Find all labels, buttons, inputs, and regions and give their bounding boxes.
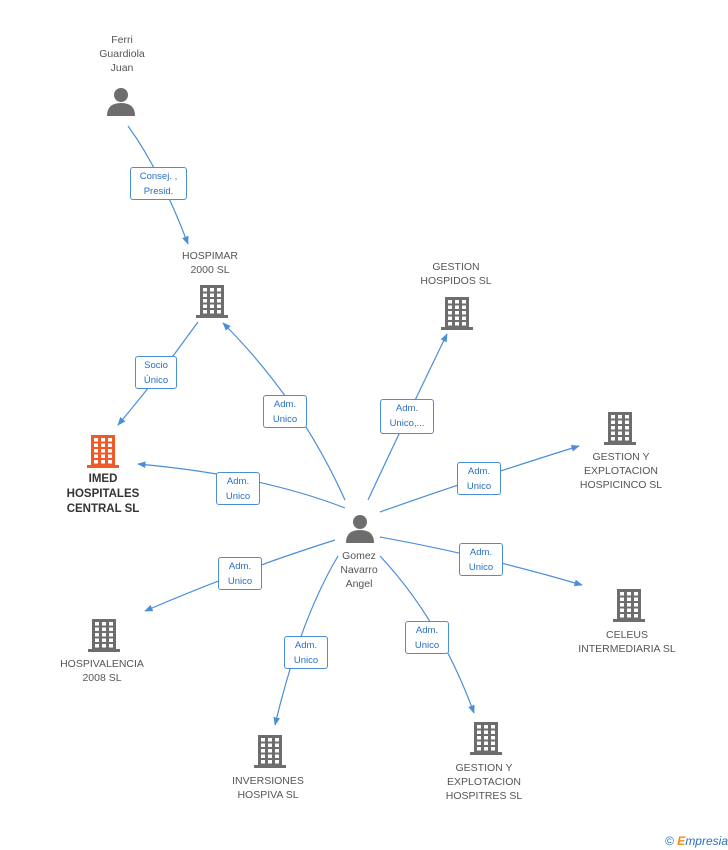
copyright-symbol: © bbox=[665, 834, 674, 848]
company-node-hospimar[interactable]: HOSPIMAR 2000 SL bbox=[158, 249, 262, 277]
building-icon bbox=[196, 285, 228, 318]
brand-initial: E bbox=[677, 834, 686, 848]
person-icon bbox=[107, 88, 135, 116]
person-node-ferri[interactable]: Ferri Guardiola Juan bbox=[72, 33, 172, 75]
node-label: HOSPIMAR 2000 SL bbox=[181, 250, 238, 276]
node-label: GESTION HOSPIDOS SL bbox=[420, 261, 492, 287]
building-icon bbox=[604, 412, 636, 445]
node-label: GESTION Y EXPLOTACION HOSPICINCO SL bbox=[579, 451, 663, 491]
footer-brand: © Empresia bbox=[665, 834, 728, 848]
building-icon bbox=[470, 722, 502, 755]
company-node-inversiones[interactable]: INVERSIONES HOSPIVA SL bbox=[218, 774, 318, 802]
edge-label-gomez-to-gestion_hospitres[interactable]: Adm. Unico bbox=[405, 621, 449, 654]
node-label: Ferri Guardiola Juan bbox=[99, 34, 145, 74]
edge-label-hospimar-to-imed[interactable]: Socio Único bbox=[135, 356, 177, 389]
edge-label-gomez-to-hospivalencia[interactable]: Adm. Unico bbox=[218, 557, 262, 590]
node-label: Gomez Navarro Angel bbox=[340, 550, 378, 590]
building-icon bbox=[613, 589, 645, 622]
edge-label-gomez-to-hospimar[interactable]: Adm. Unico bbox=[263, 395, 307, 428]
building-icon bbox=[88, 619, 120, 652]
company-node-imed-main[interactable]: IMED HOSPITALES CENTRAL SL bbox=[48, 472, 158, 517]
edge-label-ferri-to-hospimar[interactable]: Consej. , Presid. bbox=[130, 167, 187, 200]
building-icon bbox=[254, 735, 286, 768]
company-node-gestion-hospicinco[interactable]: GESTION Y EXPLOTACION HOSPICINCO SL bbox=[560, 450, 682, 492]
edge-gomez-to-inversiones bbox=[273, 555, 339, 726]
brand-name: mpresia bbox=[685, 834, 728, 848]
edge-label-gomez-to-inversiones[interactable]: Adm. Unico bbox=[284, 636, 328, 669]
person-node-gomez[interactable]: Gomez Navarro Angel bbox=[316, 549, 402, 591]
edge-label-gomez-to-imed[interactable]: Adm. Unico bbox=[216, 472, 260, 505]
building-icon bbox=[441, 297, 473, 330]
edge-label-gomez-to-gestion_hospidos[interactable]: Adm. Unico,... bbox=[380, 399, 434, 434]
node-label: IMED HOSPITALES CENTRAL SL bbox=[66, 473, 140, 515]
node-label: HOSPIVALENCIA 2008 SL bbox=[60, 658, 144, 684]
company-node-hospivalencia[interactable]: HOSPIVALENCIA 2008 SL bbox=[50, 657, 154, 685]
company-node-celeus[interactable]: CELEUS INTERMEDIARIA SL bbox=[566, 628, 688, 656]
edge-label-gomez-to-gestion_hospicinco[interactable]: Adm. Unico bbox=[457, 462, 501, 495]
person-icon bbox=[346, 515, 374, 543]
company-node-gestion-hospidos[interactable]: GESTION HOSPIDOS SL bbox=[400, 260, 512, 288]
node-label: CELEUS INTERMEDIARIA SL bbox=[578, 629, 676, 655]
node-label: GESTION Y EXPLOTACION HOSPITRES SL bbox=[445, 762, 523, 802]
company-node-gestion-hospitres[interactable]: GESTION Y EXPLOTACION HOSPITRES SL bbox=[424, 761, 544, 803]
edge-label-gomez-to-celeus[interactable]: Adm. Unico bbox=[459, 543, 503, 576]
building-icon bbox=[87, 435, 119, 468]
node-label: INVERSIONES HOSPIVA SL bbox=[232, 775, 304, 801]
